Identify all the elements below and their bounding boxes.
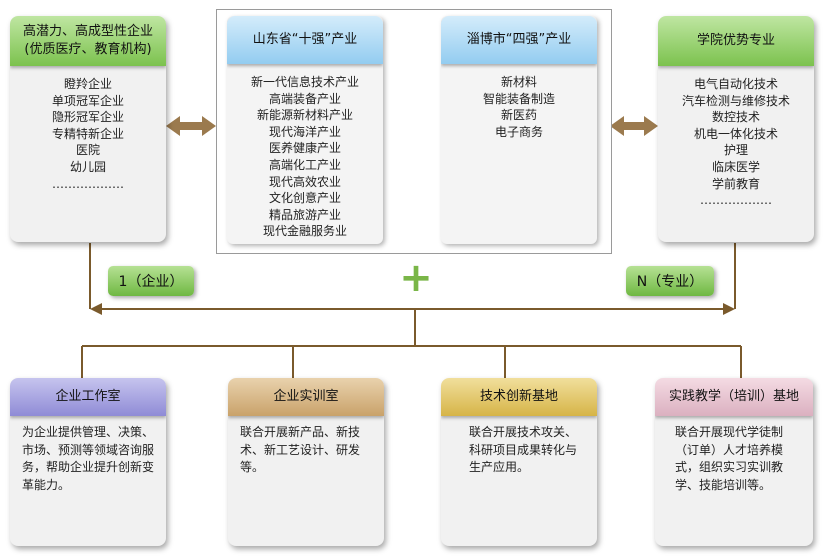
training-room-card: 企业实训室 联合开展新产品、新技术、新工艺设计、研发等。 [228, 378, 384, 546]
shandong-card-list: 新一代信息技术产业 高端装备产业 新能源新材料产业 现代海洋产业 医养健康产业 … [227, 64, 383, 240]
zibo-card-list: 新材料 智能装备制造 新医药 电子商务 [441, 64, 597, 140]
list-item: 学前教育 [711, 176, 760, 191]
shandong-industry-card: 山东省“十强”产业 新一代信息技术产业 高端装备产业 新能源新材料产业 现代海洋… [227, 16, 383, 244]
list-item: 智能装备制造 [482, 91, 555, 106]
list-item: ……………… [700, 193, 772, 208]
list-item: 精品旅游产业 [268, 207, 341, 222]
list-item: 高端装备产业 [268, 91, 341, 106]
innovation-base-text: 联合开展技术攻关、科研项目成果转化与生产应用。 [469, 425, 578, 475]
shandong-card-title: 山东省“十强”产业 [252, 32, 358, 47]
list-item: 瞪羚企业 [63, 77, 112, 91]
right-card-title: 学院优势专业 [696, 33, 775, 48]
list-item: 医养健康产业 [268, 141, 341, 156]
training-room-title: 企业实训室 [273, 389, 339, 404]
industry-frame: 山东省“十强”产业 新一代信息技术产业 高端装备产业 新能源新材料产业 现代海洋… [216, 9, 612, 254]
right-card-header: 学院优势专业 [658, 16, 814, 66]
list-item: 新材料 [500, 75, 537, 89]
list-item: 幼儿园 [69, 159, 106, 174]
enterprise-studio-text: 为企业提供管理、决策、市场、预测等领域咨询服务，帮助企业提升创新变革能力。 [22, 425, 155, 492]
list-item: 汽车检测与维修技术 [681, 93, 790, 108]
right-major-card: 学院优势专业 电气自动化技术 汽车检测与维修技术 数控技术 机电一体化技术 护理… [658, 16, 814, 242]
zibo-card-header: 淄博市“四强”产业 [441, 16, 597, 64]
list-item: 新能源新材料产业 [256, 108, 353, 123]
practice-base-title: 实践教学（培训）基地 [668, 389, 799, 404]
double-arrow-left [166, 116, 216, 136]
training-room-header: 企业实训室 [228, 378, 384, 416]
list-item: ……………… [52, 176, 124, 191]
training-room-text: 联合开展新产品、新技术、新工艺设计、研发等。 [240, 425, 361, 475]
left-card-header: 高潜力、高成型性企业 (优质医疗、教育机构) [10, 16, 166, 66]
plus-icon: + [399, 255, 433, 301]
list-item: 现代高效农业 [268, 174, 341, 189]
innovation-base-card: 技术创新基地 联合开展技术攻关、科研项目成果转化与生产应用。 [441, 378, 597, 546]
left-card-title-line2: (优质医疗、教育机构) [24, 42, 152, 57]
enterprise-studio-card: 企业工作室 为企业提供管理、决策、市场、预测等领域咨询服务，帮助企业提升创新变革… [10, 378, 166, 546]
list-item: 现代海洋产业 [268, 124, 341, 139]
shandong-card-header: 山东省“十强”产业 [227, 16, 383, 64]
list-item: 护理 [723, 143, 748, 158]
left-card-list: 瞪羚企业 单项冠军企业 隐形冠军企业 专精特新企业 医院 幼儿园 ……………… [10, 66, 166, 192]
practice-base-header: 实践教学（培训）基地 [655, 378, 813, 416]
practice-base-card: 实践教学（培训）基地 联合开展现代学徒制（订单）人才培养模式，组织实习实训教学、… [655, 378, 813, 546]
list-item: 单项冠军企业 [51, 93, 124, 108]
list-item: 新一代信息技术产业 [250, 75, 359, 89]
list-item: 数控技术 [711, 110, 760, 125]
list-item: 机电一体化技术 [693, 126, 778, 141]
list-item: 现代金融服务业 [262, 224, 347, 239]
list-item: 临床医学 [711, 159, 760, 174]
enterprise-tag: 1（企业） [108, 266, 194, 296]
left-card-title-line1: 高潜力、高成型性企业 [22, 24, 153, 39]
left-enterprise-card: 高潜力、高成型性企业 (优质医疗、教育机构) 瞪羚企业 单项冠军企业 隐形冠军企… [10, 16, 166, 242]
practice-base-text: 联合开展现代学徒制（订单）人才培养模式，组织实习实训教学、技能培训等。 [675, 425, 784, 492]
innovation-base-header: 技术创新基地 [441, 378, 597, 416]
innovation-base-title: 技术创新基地 [479, 389, 558, 404]
list-item: 高端化工产业 [268, 157, 341, 172]
major-tag: N（专业） [626, 266, 714, 296]
enterprise-studio-title: 企业工作室 [55, 389, 121, 404]
list-item: 电子商务 [494, 124, 543, 139]
zibo-card-title: 淄博市“四强”产业 [466, 32, 572, 47]
double-arrow-right [610, 116, 658, 136]
right-card-list: 电气自动化技术 汽车检测与维修技术 数控技术 机电一体化技术 护理 临床医学 学… [658, 66, 814, 209]
enterprise-studio-header: 企业工作室 [10, 378, 166, 416]
list-item: 隐形冠军企业 [51, 110, 124, 125]
list-item: 文化创意产业 [268, 191, 341, 206]
list-item: 专精特新企业 [51, 126, 124, 141]
list-item: 新医药 [500, 108, 537, 123]
list-item: 医院 [75, 143, 100, 158]
list-item: 电气自动化技术 [693, 77, 778, 91]
zibo-industry-card: 淄博市“四强”产业 新材料 智能装备制造 新医药 电子商务 [441, 16, 597, 244]
